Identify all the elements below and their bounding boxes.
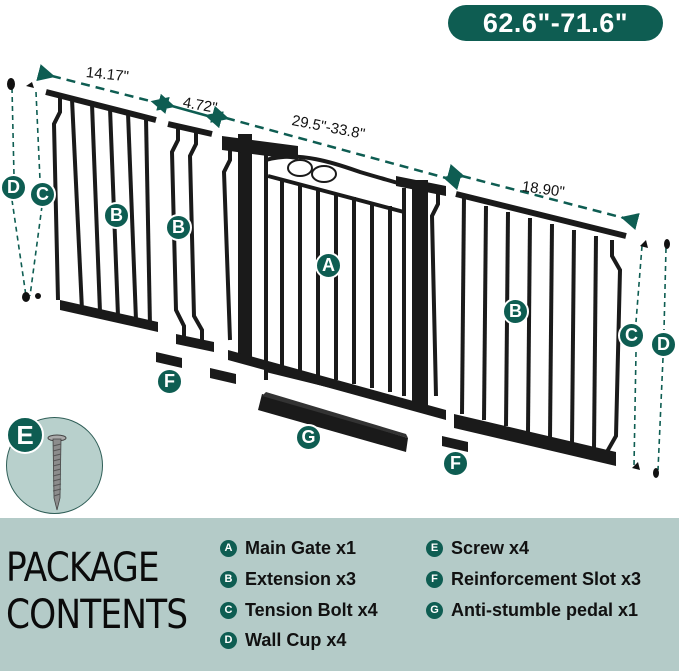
list-item-main-gate: A Main Gate x1 [220,536,356,560]
badge-letter: B [110,205,123,225]
badge-reinforcement-slot-right: F [442,450,469,477]
badge-letter: C [36,184,49,204]
badge-letter: D [657,334,670,354]
badge-letter: D [7,177,20,197]
extension-right [455,191,627,460]
badge-screw: E [6,416,44,454]
item-label: Main Gate x1 [245,537,357,558]
letter-badge: B [220,570,237,588]
extension-right-base [454,414,616,466]
badge-tension-bolt-right: C [618,322,645,349]
item-label: Reinforcement Slot x3 [451,568,642,589]
package-contents-title: PACKAGE CONTENTS [6,545,188,639]
badge-wall-cup-right: D [650,331,677,358]
badge-wall-cup-left: D [0,174,27,201]
total-width-text: 62.6"-71.6" [482,7,629,38]
dimension-line-18-90 [446,164,640,230]
letter-badge: G [426,601,443,619]
anti-stumble-pedal [258,392,408,452]
left-hardware-guides [11,87,43,297]
badge-letter: C [625,325,638,345]
right-hardware [632,239,670,478]
reinforcement-slots [156,352,468,452]
dimension-line-14-17 [36,64,170,114]
badge-extension-left-large: B [103,202,130,229]
screw-icon [47,434,67,511]
list-item-wall-cup: D Wall Cup x4 [220,628,346,652]
item-label: Extension x3 [245,568,357,589]
package-contents-panel: PACKAGE CONTENTS A Main Gate x1 B Extens… [0,518,679,671]
badge-extension-right: B [502,298,529,325]
extension-left-large-base [60,300,158,332]
badge-extension-left-small: B [165,214,192,241]
gate-exploded-diagram [7,64,670,478]
diagram-area: 62.6"-71.6" [0,5,677,514]
list-item-screw: E Screw x4 [426,536,529,560]
letter-badge: A [220,539,237,557]
main-gate-bars [221,144,440,406]
badge-letter: F [164,371,175,391]
letter-badge: E [426,539,443,557]
list-item-tension-bolt: C Tension Bolt x4 [220,598,378,622]
badge-letter: B [172,217,185,237]
total-width-badge: 62.6"-71.6" [448,5,663,41]
dimension-line-main-gate [210,105,462,191]
dimension-line-4-72 [156,93,224,129]
badge-reinforcement-slot-left: F [156,368,183,395]
badge-letter: F [450,453,461,473]
list-item-reinforcement-slot: F Reinforcement Slot x3 [426,567,641,591]
badge-tension-bolt-left: C [29,181,56,208]
letter-badge: F [426,570,443,588]
title-line-2: CONTENTS [6,592,188,638]
letter-badge: C [220,601,237,619]
item-label: Wall Cup x4 [245,629,347,650]
item-label: Screw x4 [451,537,530,558]
badge-letter: G [301,427,316,447]
badge-pedal: G [295,424,322,451]
extension-left-small-base [176,334,214,352]
list-item-extension: B Extension x3 [220,567,356,591]
extension-left-large [45,89,157,327]
main-gate-scroll [287,159,337,183]
badge-main-gate: A [315,252,342,279]
letter-badge: D [220,631,237,649]
badge-letter: B [509,301,522,321]
right-hardware-guides [633,245,667,471]
item-label: Anti-stumble pedal x1 [451,599,639,620]
list-item-pedal: G Anti-stumble pedal x1 [426,598,638,622]
item-label: Tension Bolt x4 [245,599,378,620]
title-line-1: PACKAGE [6,545,160,591]
badge-letter: E [16,419,34,450]
badge-letter: A [322,255,335,275]
screw-inset [6,417,103,514]
left-hardware [7,78,41,302]
